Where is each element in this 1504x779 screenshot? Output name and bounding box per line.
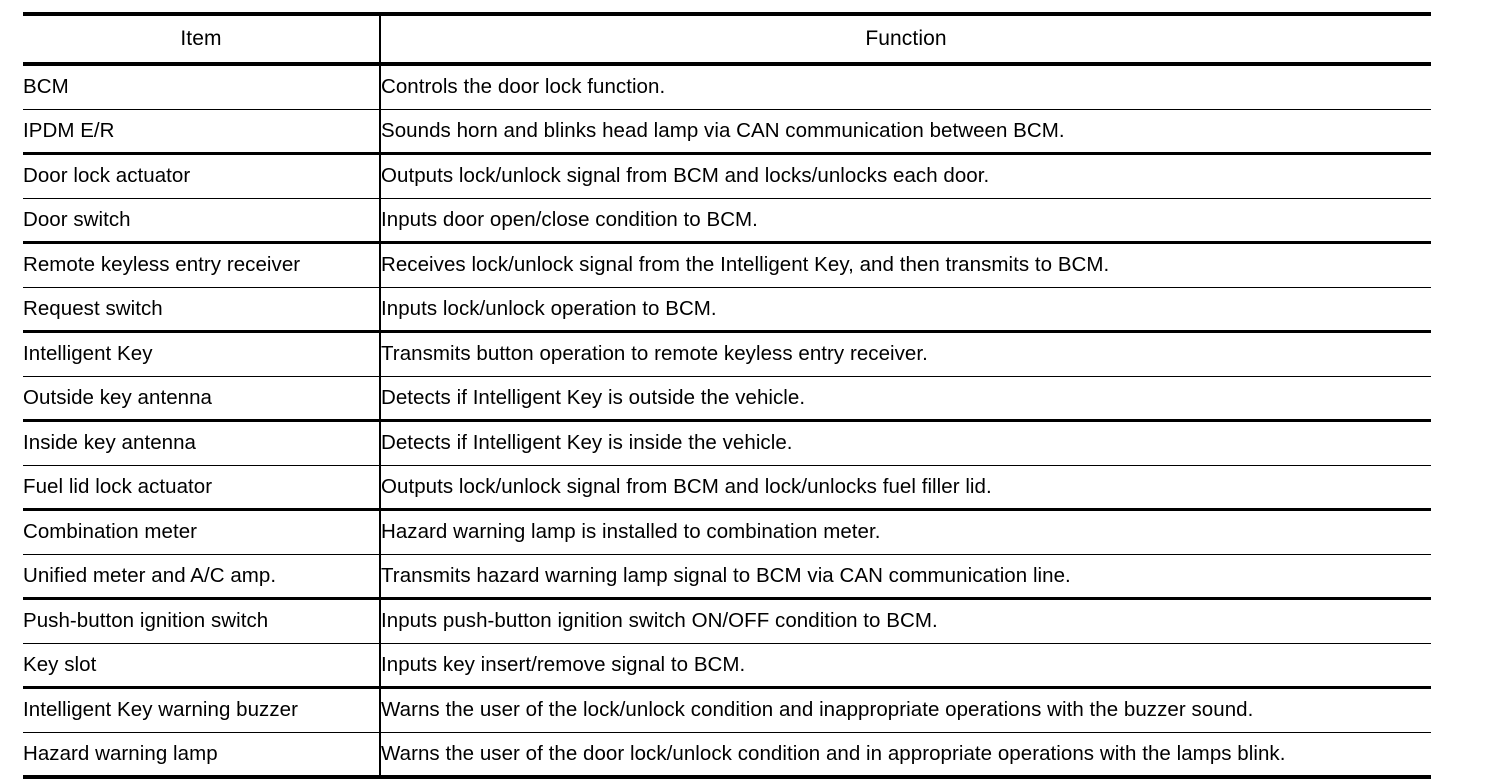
cell-function: Hazard warning lamp is installed to comb… <box>380 509 1431 555</box>
cell-item: Intelligent Key <box>23 331 381 377</box>
cell-function: Transmits button operation to remote key… <box>380 331 1431 377</box>
cell-item: Combination meter <box>23 509 381 555</box>
cell-item: Inside key antenna <box>23 420 381 466</box>
cell-function: Outputs lock/unlock signal from BCM and … <box>380 465 1431 511</box>
cell-function: Transmits hazard warning lamp signal to … <box>380 554 1431 600</box>
cell-item: Request switch <box>23 287 381 333</box>
table-header: Item Function <box>23 12 1431 66</box>
cell-item: Door lock actuator <box>23 153 381 199</box>
cell-item: Fuel lid lock actuator <box>23 465 381 511</box>
cell-function: Warns the user of the lock/unlock condit… <box>380 687 1431 733</box>
cell-function: Sounds horn and blinks head lamp via CAN… <box>380 109 1431 155</box>
cell-function: Controls the door lock function. <box>380 64 1431 110</box>
cell-function: Inputs door open/close condition to BCM. <box>380 198 1431 244</box>
cell-function: Detects if Intelligent Key is inside the… <box>380 420 1431 466</box>
table-row: Unified meter and A/C amp.Transmits haza… <box>23 554 1431 600</box>
cell-function: Inputs push-button ignition switch ON/OF… <box>380 598 1431 644</box>
cell-item: Remote keyless entry receiver <box>23 242 381 288</box>
table-header-row: Item Function <box>23 12 1431 66</box>
cell-item: Intelligent Key warning buzzer <box>23 687 381 733</box>
cell-function: Warns the user of the door lock/unlock c… <box>380 732 1431 779</box>
cell-function: Inputs lock/unlock operation to BCM. <box>380 287 1431 333</box>
cell-function: Detects if Intelligent Key is outside th… <box>380 376 1431 422</box>
cell-item: IPDM E/R <box>23 109 381 155</box>
cell-item: Door switch <box>23 198 381 244</box>
cell-function: Inputs key insert/remove signal to BCM. <box>380 643 1431 689</box>
column-header-function: Function <box>380 12 1431 66</box>
cell-item: Outside key antenna <box>23 376 381 422</box>
cell-function: Receives lock/unlock signal from the Int… <box>380 242 1431 288</box>
cell-item: Unified meter and A/C amp. <box>23 554 381 600</box>
cell-item: Key slot <box>23 643 381 689</box>
cell-function: Outputs lock/unlock signal from BCM and … <box>380 153 1431 199</box>
column-header-item: Item <box>23 12 381 66</box>
cell-item: Hazard warning lamp <box>23 732 381 779</box>
cell-item: Push-button ignition switch <box>23 598 381 644</box>
cell-item: BCM <box>23 64 381 110</box>
